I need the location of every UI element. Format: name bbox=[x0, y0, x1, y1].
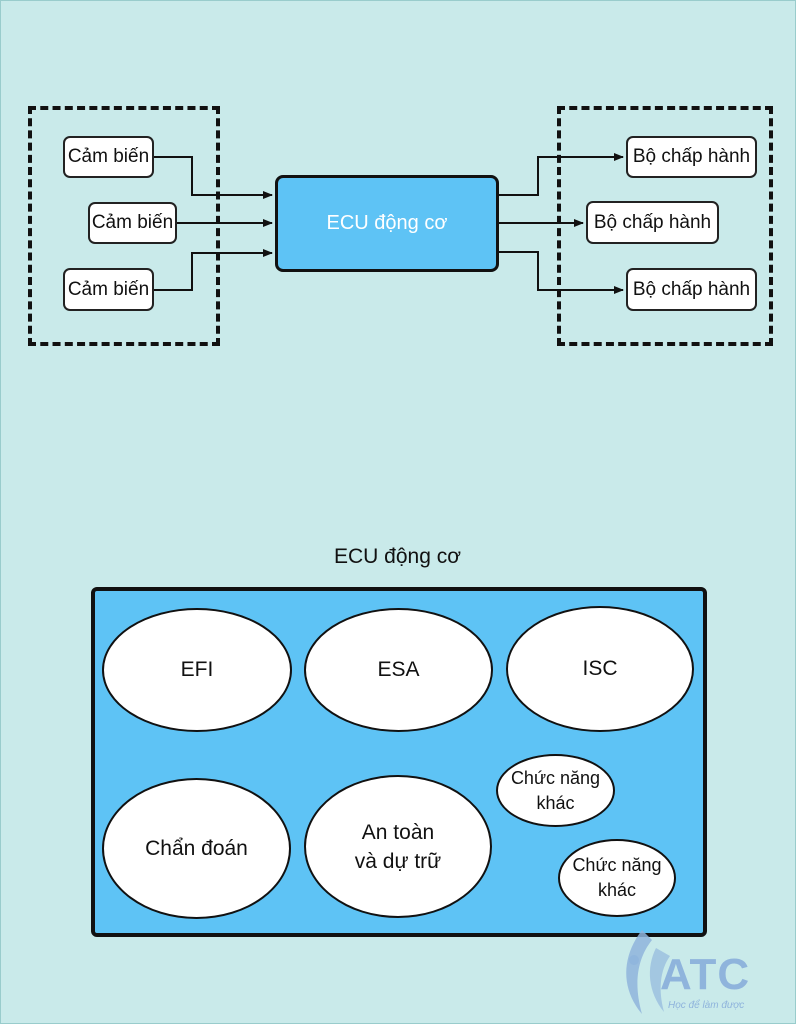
module-diagnosis-label: Chẩn đoán bbox=[145, 836, 248, 860]
module-other-functions-1: Chức năng khác bbox=[496, 754, 615, 827]
atc-logo-icon bbox=[626, 930, 670, 1014]
module-esa-label: ESA bbox=[377, 658, 420, 681]
module-safety-line1: An toàn bbox=[361, 820, 435, 844]
actuator-3-connector bbox=[498, 251, 624, 294]
module-isc-label: ISC bbox=[582, 657, 618, 680]
actuator-1-connector bbox=[498, 153, 624, 196]
sensor-3-connector bbox=[153, 249, 273, 291]
module-other2-line1: Chức năng bbox=[572, 855, 662, 875]
module-efi: EFI bbox=[102, 608, 292, 732]
ecu-engine-box: ECU động cơ bbox=[275, 175, 499, 272]
module-safety-line2: và dự trữ bbox=[354, 849, 442, 873]
actuator-group bbox=[557, 106, 773, 346]
sensor-group bbox=[28, 106, 220, 346]
sensor-box-2: Cảm biến bbox=[88, 202, 177, 244]
module-other1-line2: khác bbox=[536, 792, 575, 813]
atc-logo-wordmark: ATC bbox=[660, 950, 751, 999]
sensor-1-connector bbox=[153, 156, 273, 199]
actuator-box-2: Bộ chấp hành bbox=[586, 201, 719, 244]
module-efi-label: EFI bbox=[180, 658, 214, 681]
module-isc: ISC bbox=[506, 606, 694, 732]
actuator-box-1: Bộ chấp hành bbox=[626, 136, 757, 178]
modules-title: ECU động cơ bbox=[334, 545, 461, 568]
module-other2-line2: khác bbox=[597, 880, 636, 900]
sensor-box-3: Cảm biến bbox=[63, 268, 154, 311]
actuator-box-3: Bộ chấp hành bbox=[626, 268, 757, 311]
atc-logo-tagline: Học để làm được bbox=[668, 1000, 745, 1011]
module-safety-backup: An toàn và dự trữ bbox=[304, 775, 492, 918]
module-diagnosis: Chẩn đoán bbox=[102, 778, 291, 919]
module-other1-line1: Chức năng bbox=[510, 767, 601, 788]
module-esa: ESA bbox=[304, 608, 493, 732]
sensor-box-1: Cảm biến bbox=[63, 136, 154, 178]
module-other-functions-2: Chức năng khác bbox=[558, 839, 676, 917]
